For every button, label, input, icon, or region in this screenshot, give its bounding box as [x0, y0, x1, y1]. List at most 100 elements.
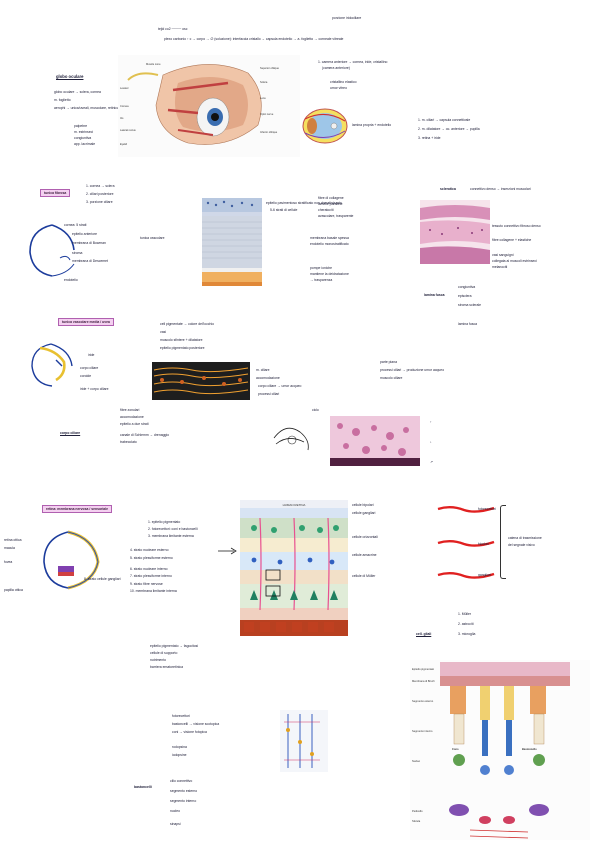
iris-note-2: coroide	[80, 374, 92, 378]
iris-far-0: parte piana	[380, 360, 397, 364]
retina-arrow	[218, 547, 237, 555]
iris-far-2: muscolo ciliare	[380, 376, 403, 380]
iris-far-1: processi ciliari → produzione umor acque…	[380, 368, 445, 372]
cornea-lower-0: membrana basale spessa	[310, 236, 349, 240]
retina-red-note-0: catena di trasmissione	[508, 536, 542, 540]
sclera-sub-1: episclera	[458, 294, 472, 298]
pr-label-6: Nucleo	[412, 759, 421, 763]
pr-label-0: Cono	[452, 747, 459, 751]
ciliary-sym-2: ↗	[430, 460, 433, 464]
eye-list-1: m. foglietto	[54, 98, 71, 102]
cornea-title: tunica fibrosa	[40, 189, 71, 197]
retina-bottom-3: barriera ematoretinica	[150, 665, 183, 669]
eye-histo-note: lamina propria + endotelio	[352, 123, 392, 127]
sclera-histology-image	[420, 200, 490, 264]
retina-list-1: 2. fotorecettori: coni e bastoncelli	[148, 527, 198, 531]
cornea-lower-4: → trasparenza	[310, 278, 333, 282]
iris-stripe-image	[152, 362, 250, 400]
ciliary-list-4: accomodazione	[120, 415, 144, 419]
top-line-2: plexo carbonio ↑ c → corpo → ∅ (soluzion…	[164, 37, 344, 41]
pr-label-1: Bastoncello	[522, 747, 537, 751]
eye-sublist-3: app. lacrimale	[74, 142, 96, 146]
retina-left-1: macula	[4, 546, 15, 550]
retina-right-1: cellule gangliari	[352, 511, 376, 515]
eye-section-image	[300, 107, 350, 145]
ciliary-sketch	[273, 427, 309, 451]
pr-label-2: Epitelio pigmentato	[412, 667, 435, 671]
retina-right-4: cellule di Müller	[352, 574, 376, 578]
iris-note-1: corpo ciliare	[80, 366, 99, 370]
retina-left-0: retina ottica	[4, 538, 22, 542]
pr-label-4: Segmento esterno	[412, 699, 434, 703]
cornea-right-1: lamelle parallele	[318, 202, 343, 206]
pigment-0: fotorecettori	[172, 714, 190, 718]
sclera-sub-title: lamina fusca	[424, 293, 445, 297]
retina-bottom-0: epitelio pigmentato → fagocitosi	[150, 644, 199, 648]
sclera-list-2: vasi sanguigni	[492, 253, 514, 257]
cornea-side-3: stroma	[72, 251, 83, 255]
eye-sublist-2: congiuntiva	[74, 136, 92, 140]
top-line-1: tejid co2 ──── osc	[158, 27, 188, 31]
svg-text:Eyelid: Eyelid	[120, 142, 128, 146]
cornea-right-0: fibre di collagene	[318, 196, 344, 200]
pigment-3: rodopsina	[172, 745, 187, 749]
iris-right-1: accomodazione	[256, 376, 280, 380]
ciliary-title: corpo ciliare	[60, 431, 81, 435]
iris-right-2: corpo ciliare → umor acqueo	[258, 384, 302, 388]
retina-list-0: 1. epitelio pigmentato	[148, 520, 181, 524]
cells-list-0: 1. Müller	[458, 612, 472, 616]
top-line-3: porzione iridociliare	[332, 16, 362, 20]
sclera-sub-2: stroma sclerale	[458, 303, 481, 307]
retina-list-5: 6. strato nucleare interno	[130, 567, 168, 571]
cornea-lower-3: mantiene la deidratazione	[310, 272, 349, 276]
sclera-list-4: melanociti	[492, 265, 508, 269]
svg-text:Muscle cone: Muscle cone	[146, 62, 161, 66]
iris-diagram	[31, 343, 73, 387]
eye-legend-0: 1. m. ciliari → capsula connettivale	[418, 118, 471, 122]
cornea-list-2: 3. porzione ciliare	[86, 200, 113, 204]
retina-diagram	[43, 530, 100, 590]
svg-text:Lens: Lens	[260, 96, 266, 100]
cornea-side-1: epitelio anteriore	[72, 232, 98, 236]
retina-bottom-2: nutrimento	[150, 658, 167, 662]
ciliary-sym-0: ↑	[430, 420, 432, 424]
iris-title: tunica vascolare media / uvea	[58, 318, 114, 326]
svg-text:Lateral rectus: Lateral rectus	[120, 128, 136, 132]
cornea-side-4: membrana di Descemet	[72, 259, 108, 263]
human-retina-image: HUMAN RETINA	[240, 500, 348, 636]
cornea-side-5: endotelio	[64, 278, 78, 282]
eye-sublist-1: m. estrinseci	[74, 130, 94, 134]
retina-list-8: 9. strato fibre nervose	[130, 582, 163, 586]
cornea-center-0: epitelio pavimentoso stratificato non ch…	[266, 201, 342, 205]
retina-list-6: 7. strato plessiforme interno	[130, 574, 172, 578]
retina-right-2: cellule orizzontali	[352, 535, 378, 539]
sclera-title: sclerotica	[440, 187, 456, 191]
iris-note-3: iride + corpo ciliare	[80, 387, 109, 391]
iris-right-0: m. ciliare	[256, 368, 270, 372]
bottom-title: bastoncelli	[134, 785, 152, 789]
eye-list-0: globo oculare → sclera, cornea	[54, 90, 101, 94]
retina-list-4: 5. strato plessiforme esterno	[130, 556, 173, 560]
iris-list-2: muscolo sfintere + dilatatore	[160, 338, 203, 342]
cornea-list-1: 2. ciliari posteriore	[86, 192, 114, 196]
eye-note-2: cristallino elastico	[330, 80, 357, 84]
svg-text:Optic nerve: Optic nerve	[260, 112, 274, 116]
retina-red-note-1: del segnale visivo	[508, 543, 535, 547]
iris-right-3: processi ciliari	[258, 392, 280, 396]
eye-note-0: 1. camera anteriore → cornea, iride, cri…	[318, 60, 388, 64]
svg-text:Levator: Levator	[120, 86, 129, 90]
ciliary-list-5: epitelio a due strati	[120, 422, 149, 426]
bottom-list-1: segmento esterno	[170, 789, 198, 793]
ciliary-histology-image	[330, 416, 420, 466]
retina-brace	[500, 505, 506, 579]
sclera-list-1: fibre collagene + elastiche	[492, 238, 532, 242]
retina-bottom-1: cellule di supporto	[150, 651, 178, 655]
retina-red-marks	[437, 506, 495, 579]
retina-red-1: bipolari	[478, 542, 489, 546]
cells-list-1: 2. astrociti	[458, 622, 474, 626]
retina-red-2: gangliari	[478, 573, 491, 577]
sclera-sub-3: lamina fusca	[458, 322, 478, 326]
sclera-list-0: tessuto connettivo fibroso denso	[492, 224, 541, 228]
retina-right-0: cellule bipolari	[352, 503, 374, 507]
svg-text:Cornea: Cornea	[120, 104, 129, 108]
